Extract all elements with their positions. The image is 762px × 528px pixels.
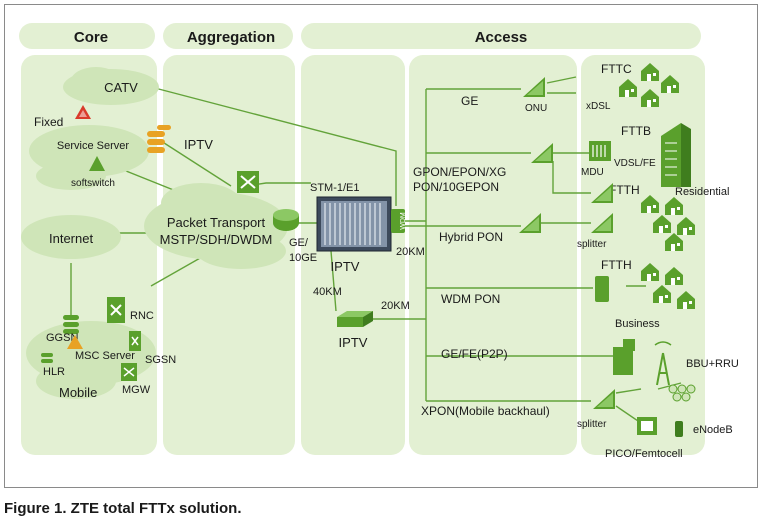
iptv-core-label: IPTV [184,137,213,152]
pico-femtocell-icon [637,417,683,437]
wdm-box-icon: WDM [391,209,407,233]
ggsn-label: GGSN [46,332,78,344]
svg-text:WDM: WDM [400,212,407,230]
mdu-icon [589,141,611,161]
core-clouds [21,67,159,399]
ftth-label-2: FTTH [601,258,632,272]
catv-label: CATV [104,80,138,95]
diagram-frame: Core Aggregation Access [4,4,758,488]
gpon-label-2: PON/10GEPON [413,180,499,194]
iptv-stb-label: IPTV [339,335,368,350]
wdm-pon-label: WDM PON [441,292,500,306]
gpon-label-1: GPON/EPON/XG [413,165,506,179]
router-icon [273,209,299,231]
fttx-network-diagram: Core Aggregation Access [19,23,739,460]
fttb-label: FTTB [621,124,651,138]
olt-iptv-label: IPTV [331,259,360,274]
fixed-server-icon [75,105,91,119]
fttc-label: FTTC [601,62,632,76]
bbu-rru-label: BBU+RRU [686,358,739,370]
mobile-label: Mobile [59,385,97,400]
residential-label: Residential [675,186,729,198]
sgsn-label: SGSN [145,354,176,366]
business-label: Business [615,318,660,330]
hlr-icon [41,353,53,363]
softswitch-icon [89,156,105,171]
iptv-server-icon [147,125,171,153]
ggsn-icon [63,315,79,334]
splitter-label-2: splitter [577,419,607,430]
pico-femtocell-label: PICO/Femtocell [605,448,683,460]
rnc-label: RNC [130,310,154,322]
ge-10ge-label-1: GE/ [289,237,309,249]
aggregation-switch-icon [237,171,259,193]
ftth-label-1: FTTH [609,183,640,197]
sgsn-icon [129,331,141,351]
wdm-end-icon [595,276,609,302]
mgw-icon [121,363,137,381]
vdsl-label: VDSL/FE [614,158,656,169]
onu-label: ONU [525,103,547,114]
access-header: Access [475,29,528,46]
fixed-label: Fixed [34,115,63,129]
core-header: Core [74,29,108,46]
msc-server-label: MSC Server [75,350,135,362]
km20-label-a: 20KM [396,246,425,258]
xpon-label: XPON(Mobile backhaul) [421,404,550,418]
enodeb-label: eNodeB [693,424,733,436]
ge-label: GE [461,94,478,108]
internet-label: Internet [49,231,93,246]
iptv-stb-icon [337,311,373,327]
aggregation-header: Aggregation [187,29,275,46]
splitter-label-1: splitter [577,239,607,250]
hlr-label: HLR [43,366,65,378]
building-icon [661,123,691,187]
connection-lines [70,76,682,424]
stm-label: STM-1/E1 [310,182,360,194]
mdu-label: MDU [581,167,604,178]
bbu-rru-icon [613,339,672,386]
olt-chassis-icon [316,196,392,252]
mstp-sdh-dwdm-label: MSTP/SDH/DWDM [160,232,273,247]
softswitch-label: softswitch [71,178,115,189]
figure-caption: Figure 1. ZTE total FTTx solution. [4,500,242,517]
km20-label-b: 20KM [381,300,410,312]
section-headers: Core Aggregation Access [19,23,701,49]
mgw-label: MGW [122,384,151,396]
ge-10ge-label-2: 10GE [289,252,317,264]
msc-server-icon [67,335,83,349]
service-server-label: Service Server [57,140,129,152]
rnc-icon [107,297,125,323]
km40-label: 40KM [313,286,342,298]
enodeb-icon [668,384,696,402]
packet-transport-cloud [144,183,288,269]
packet-transport-label: Packet Transport [167,215,266,230]
xdsl-label: xDSL [586,101,611,112]
ge-fe-p2p-label: GE/FE(P2P) [441,347,508,361]
hybrid-pon-label: Hybrid PON [439,230,503,244]
